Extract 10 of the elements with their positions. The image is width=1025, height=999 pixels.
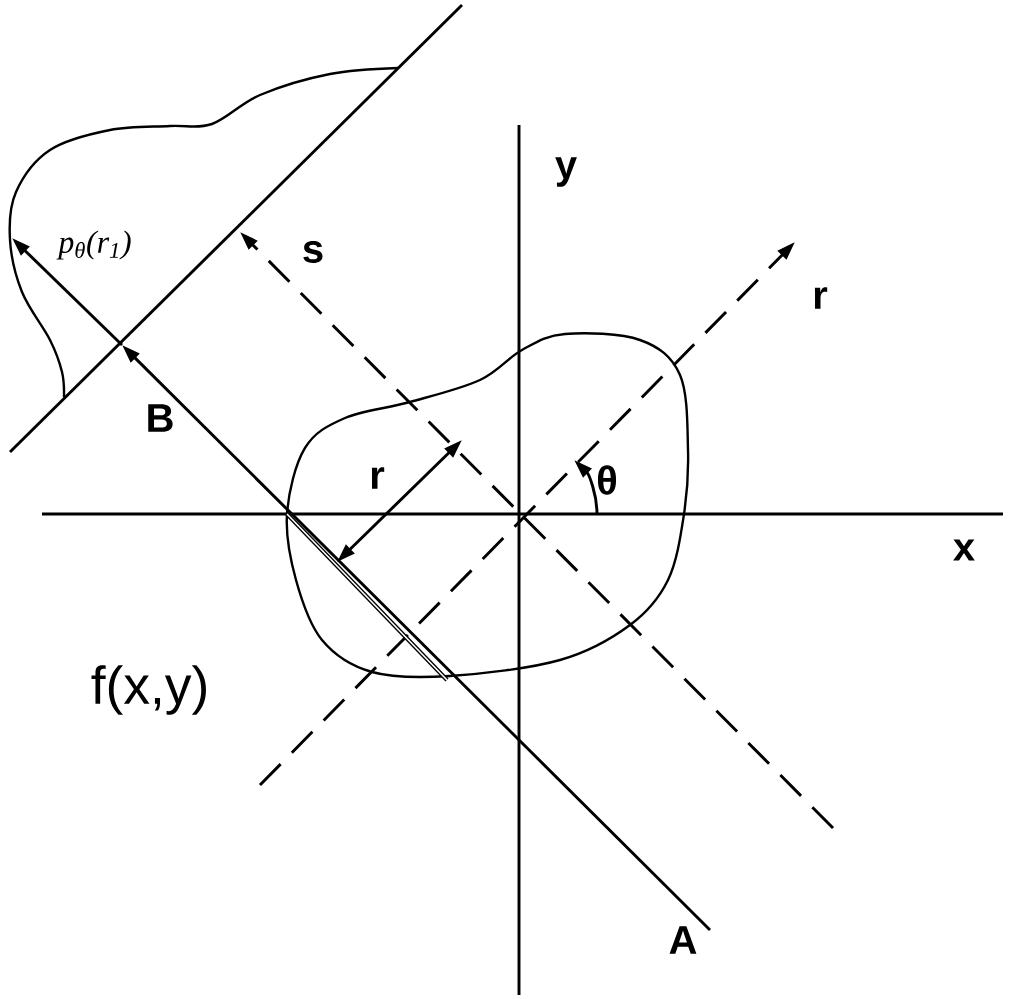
point-label: A [669,926,697,954]
angle-label: θ [597,465,617,495]
axis-label: s [303,241,323,263]
function-label: f(x,y) [91,665,206,715]
axis-label: x [953,539,975,561]
dimension-label: r [371,467,385,489]
projection-label: p$_{θ}$(r$_{1}$) [56,230,131,260]
point-label: B [148,404,173,432]
axis-label: y [555,157,577,187]
axis-label: r [814,287,828,309]
